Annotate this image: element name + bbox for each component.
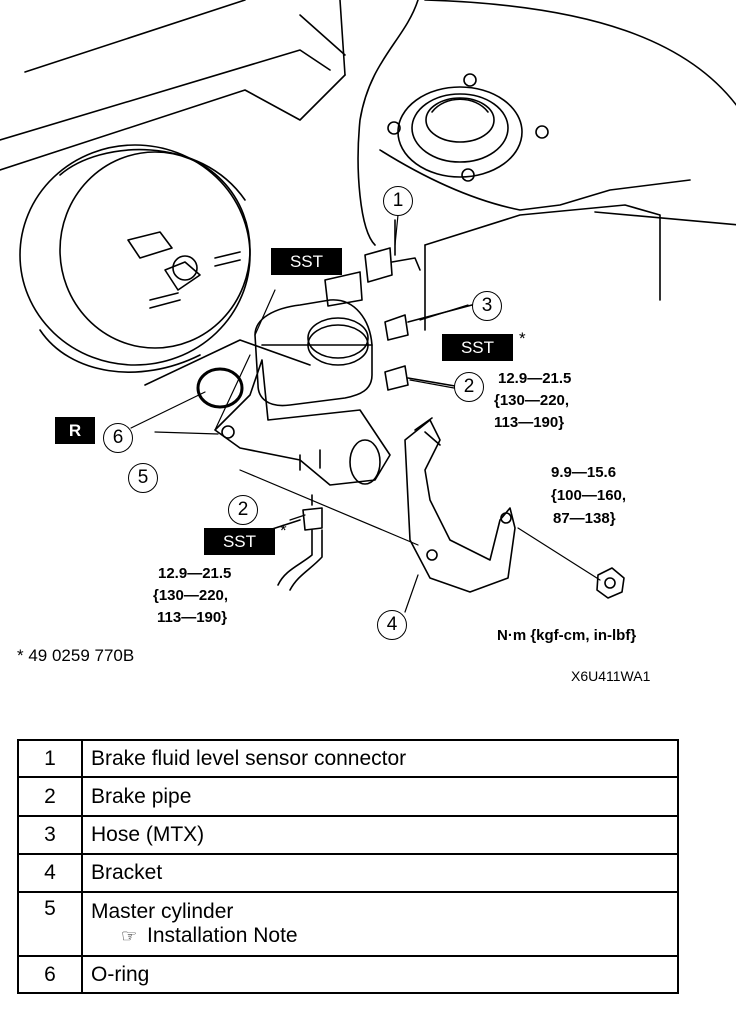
parts-table: 1 Brake fluid level sensor connector 2 B… <box>17 739 679 994</box>
diagram-illustration <box>0 0 736 613</box>
sst-part-number: * 49 0259 770B <box>17 646 135 665</box>
o-ring-shape <box>196 367 244 409</box>
row-description: Brake fluid level sensor connector <box>81 739 679 778</box>
sst-badge-top: SST <box>271 248 342 275</box>
callout-6: 6 <box>103 423 133 453</box>
row-description: Brake pipe <box>81 776 679 817</box>
row-number: 1 <box>17 739 83 778</box>
master-cylinder-shape <box>214 299 391 486</box>
sst-badge-bottom: SST <box>204 528 275 555</box>
table-row: 6 O-ring <box>17 955 679 994</box>
nut-shape <box>596 567 625 599</box>
torque-units: N·m {kgf-cm, in-lbf} <box>497 627 637 644</box>
row-description: O-ring <box>81 955 679 994</box>
table-row: 3 Hose (MTX) <box>17 815 679 855</box>
row-number: 6 <box>17 955 83 994</box>
asterisk-bottom: * <box>280 521 287 540</box>
body-panel-lines <box>0 0 736 331</box>
master-cylinder-label: Master cylinder <box>91 900 234 923</box>
mounting-plane <box>144 339 311 386</box>
row-description: Master cylinder ☞ Installation Note <box>81 891 679 957</box>
leader-lines <box>130 214 601 613</box>
figure-code: X6U411WA1 <box>571 668 651 684</box>
row-number: 3 <box>17 815 83 855</box>
installation-note-label: Installation Note <box>147 924 298 947</box>
callout-1: 1 <box>383 186 413 216</box>
callout-5: 5 <box>128 463 158 493</box>
pointing-hand-icon: ☞ <box>121 926 138 946</box>
table-row: 1 Brake fluid level sensor connector <box>17 739 679 778</box>
row-number: 4 <box>17 853 83 893</box>
replace-badge: R <box>55 417 95 444</box>
row-description: Hose (MTX) <box>81 815 679 855</box>
strut-tower <box>387 73 549 182</box>
row-number: 5 <box>17 891 83 957</box>
brake-booster <box>19 144 251 373</box>
table-row: 5 Master cylinder ☞ Installation Note <box>17 891 679 957</box>
sst-badge-right: SST <box>442 334 513 361</box>
row-number: 2 <box>17 776 83 817</box>
row-description: Bracket <box>81 853 679 893</box>
exploded-view-diagram: 1 2 3 2 5 6 4 SST SST * SST * R 12.9—21.… <box>0 0 736 684</box>
installation-note-link[interactable]: ☞ Installation Note <box>91 924 669 948</box>
callout-2-lower: 2 <box>228 495 258 525</box>
callout-4: 4 <box>377 610 407 640</box>
callout-2-upper: 2 <box>454 372 484 402</box>
table-row: 4 Bracket <box>17 853 679 893</box>
callout-3: 3 <box>472 291 502 321</box>
sensor-connector-shape <box>324 219 421 307</box>
asterisk-right: * <box>519 329 526 348</box>
bracket-shape <box>404 417 516 593</box>
table-row: 2 Brake pipe <box>17 776 679 817</box>
